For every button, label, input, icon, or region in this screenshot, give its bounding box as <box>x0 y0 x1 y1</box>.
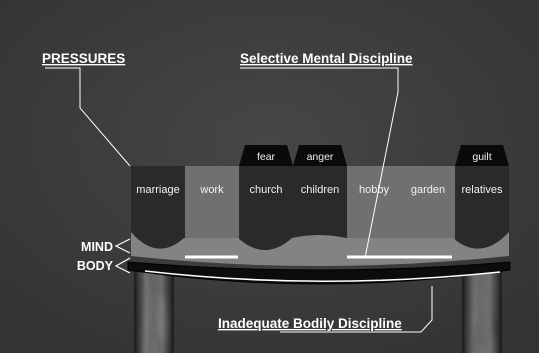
column-garden <box>401 166 455 250</box>
left-pillar <box>134 268 174 353</box>
cap-fear <box>239 145 293 166</box>
cap-label-guilt: guilt <box>472 151 491 163</box>
cap-anger <box>293 145 347 166</box>
column-label-garden: garden <box>411 184 445 196</box>
column-label-work: work <box>199 184 224 196</box>
cap-guilt <box>455 145 509 166</box>
pressures-label: PRESSURES <box>42 51 125 66</box>
selective-leader <box>240 67 399 259</box>
column-relatives <box>455 166 509 250</box>
column-hobby <box>347 166 401 250</box>
body-label: BODY <box>77 259 114 273</box>
column-label-children: children <box>301 184 340 196</box>
mind-chevron <box>114 238 131 254</box>
column-label-relatives: relatives <box>462 184 503 196</box>
column-work <box>185 166 239 250</box>
body-chevron <box>114 257 131 274</box>
column-label-marriage: marriage <box>136 184 179 196</box>
column-label-church: church <box>249 184 282 196</box>
body-discipline-arc <box>144 270 501 283</box>
cap-label-anger: anger <box>307 151 334 163</box>
pressures-leader <box>45 67 131 167</box>
mind-label: MIND <box>81 240 113 254</box>
pressure-columns: marriage work church fear children anger hobby… <box>131 145 509 250</box>
cap-label-fear: fear <box>257 151 276 163</box>
right-pillar <box>462 268 502 353</box>
selective-mental-discipline-label: Selective Mental Discipline <box>240 51 413 66</box>
column-label-hobby: hobby <box>359 184 389 196</box>
inadequate-leader <box>280 286 433 333</box>
column-church <box>239 166 293 250</box>
column-marriage <box>131 166 185 250</box>
inadequate-bodily-discipline-label: Inadequate Bodily Discipline <box>218 316 402 331</box>
